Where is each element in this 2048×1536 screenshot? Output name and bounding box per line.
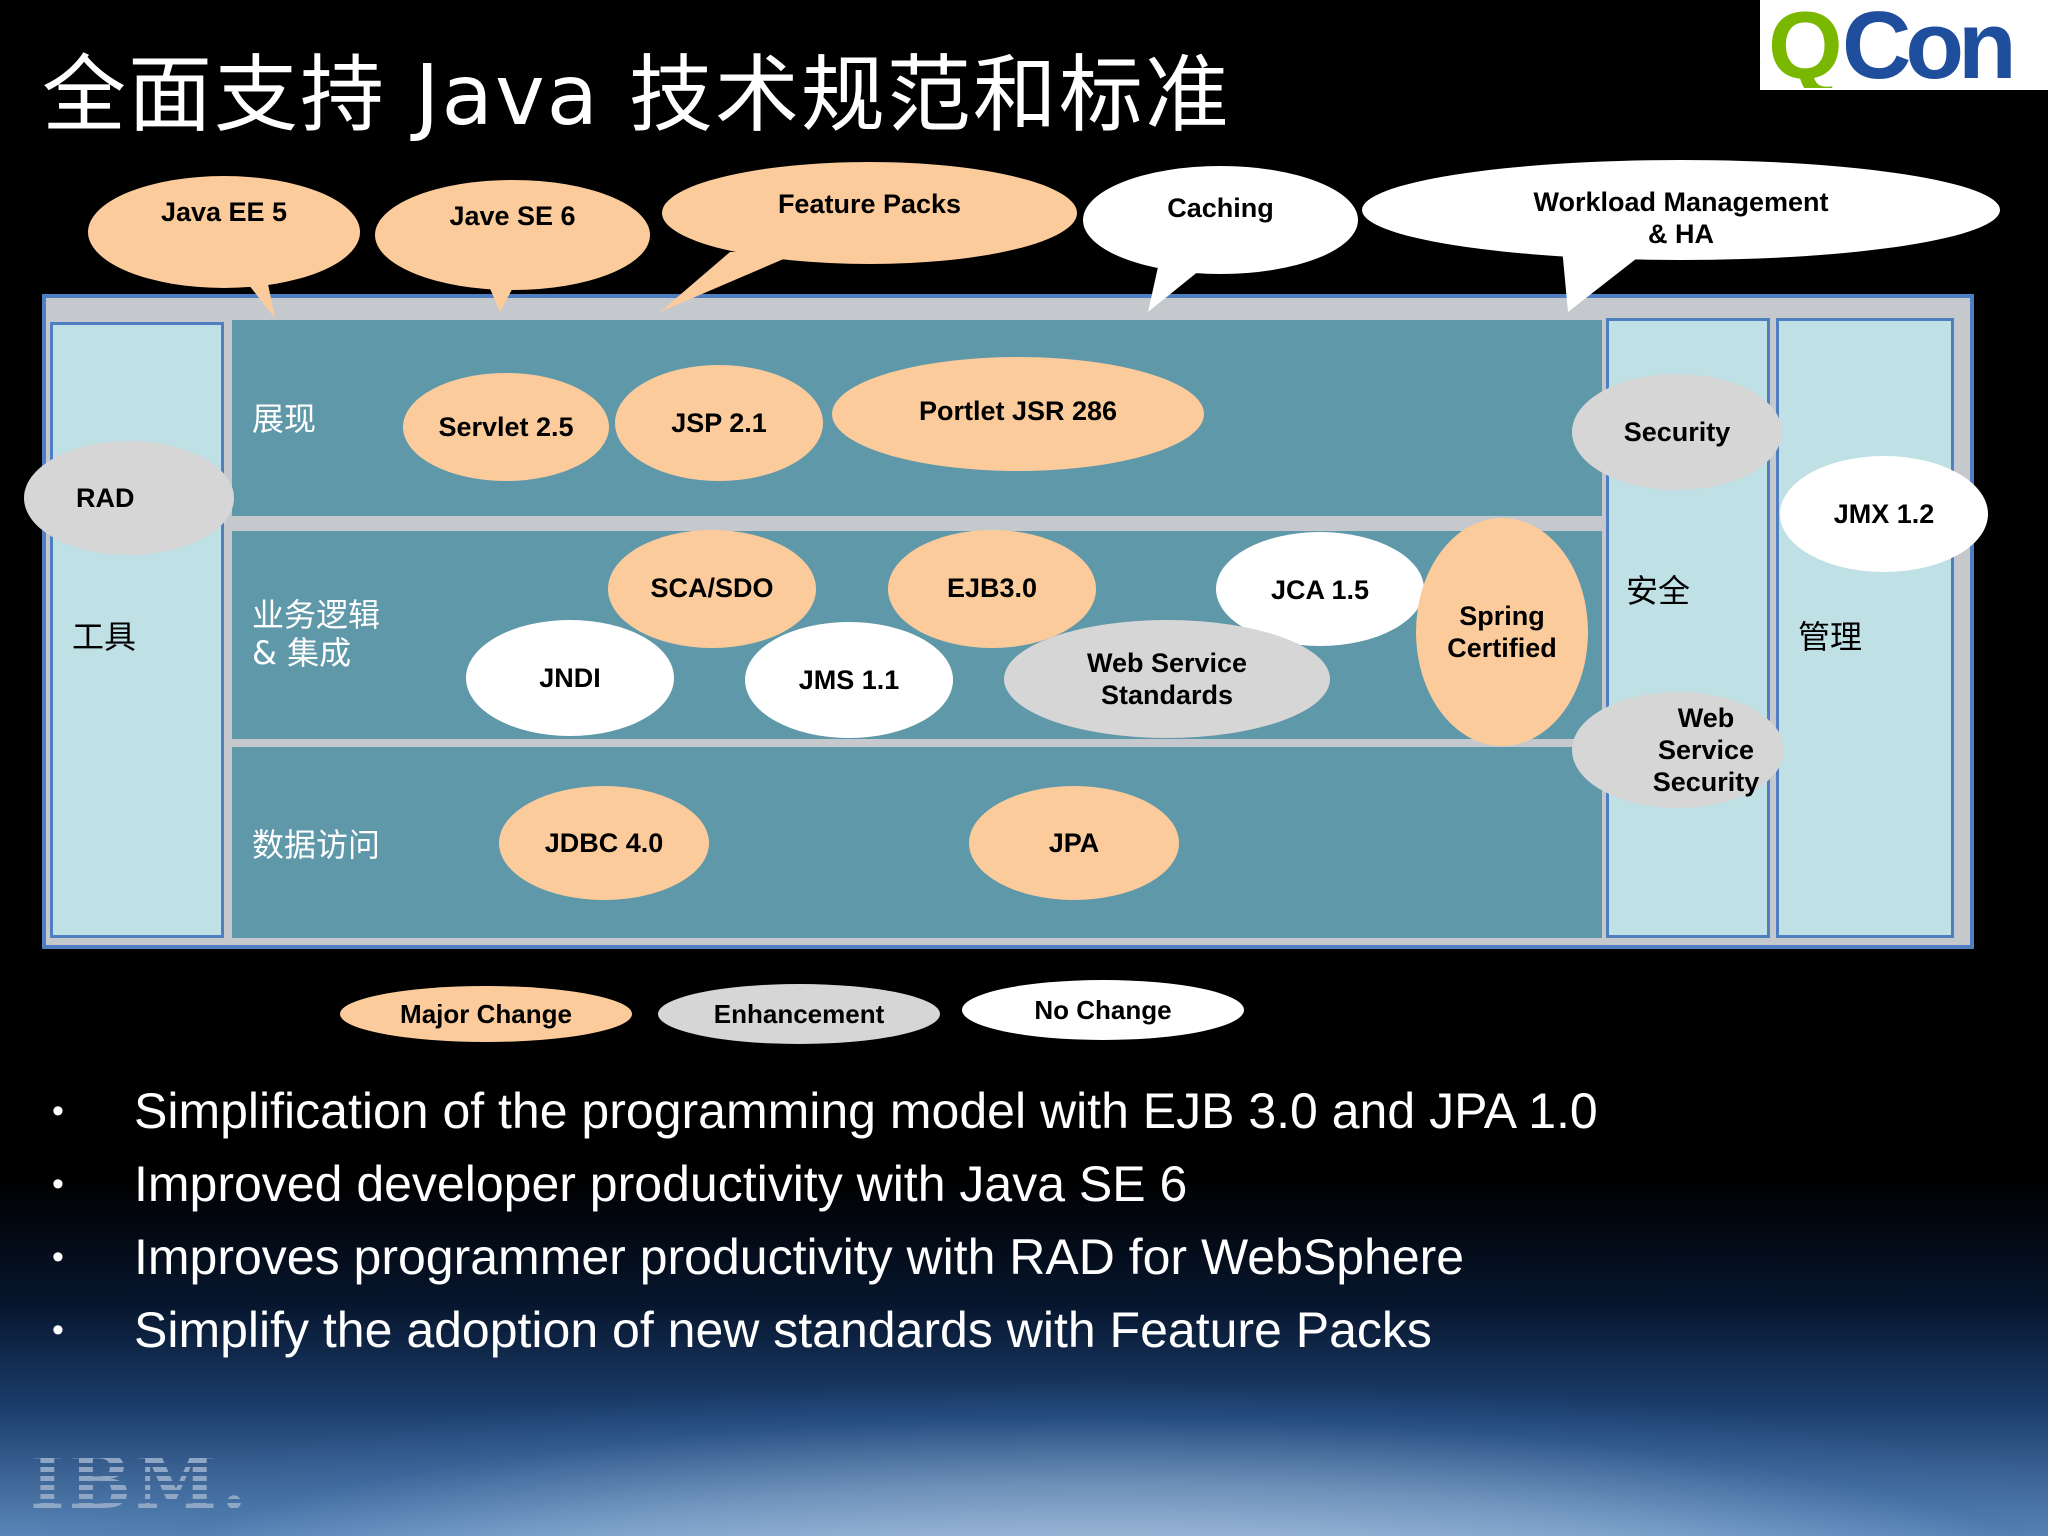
feature-packs-callout-tail [660, 252, 800, 312]
legend-no-change: No Change [962, 980, 1244, 1040]
ejb-item: EJB3.0 [888, 530, 1096, 648]
qcon-logo: Q Con [1760, 0, 2048, 90]
bullet-item: • Simplify the adoption of new standards … [52, 1294, 1598, 1367]
caching-callout: Caching [1083, 166, 1358, 274]
feature-packs-callout: Feature Packs [662, 162, 1077, 264]
rad-item: RAD [24, 441, 234, 555]
servlet-item: Servlet 2.5 [403, 373, 609, 481]
bullet-text: Simplify the adoption of new standards w… [134, 1302, 1432, 1358]
management-panel [1776, 318, 1954, 938]
bullet-item: • Improves programmer productivity with R… [52, 1221, 1598, 1294]
data-row [232, 747, 1602, 938]
slide-title: 全面支持 Java 技术规范和标准 [42, 46, 1231, 144]
java-se-callout: Jave SE 6 [375, 180, 650, 290]
bullet-list: • Simplification of the programming model… [52, 1075, 1598, 1367]
bullet-dot: • [52, 1311, 64, 1349]
management-label: 管理 [1798, 618, 1863, 656]
jsp-item: JSP 2.1 [615, 365, 823, 481]
legend-major-change: Major Change [340, 986, 632, 1042]
jpa-item: JPA [969, 786, 1179, 900]
workload-callout-tail [1562, 248, 1650, 312]
bullet-dot: • [52, 1092, 64, 1130]
sca-sdo-item: SCA/SDO [608, 530, 816, 648]
web-service-security-item: Web Service Security [1572, 692, 1784, 808]
qcon-logo-con: Con [1842, 2, 2011, 88]
jndi-item: JNDI [466, 620, 674, 736]
jdbc-item: JDBC 4.0 [499, 786, 709, 900]
ibm-logo: IBM. [30, 1440, 251, 1526]
bullet-text: Improves programmer productivity with RA… [134, 1229, 1465, 1285]
bullet-text: Improved developer productivity with Jav… [134, 1156, 1188, 1212]
security-label: 安全 [1626, 572, 1691, 610]
security-item: Security [1572, 374, 1782, 490]
bullet-item: • Simplification of the programming model… [52, 1075, 1598, 1148]
earth-background [0, 1180, 2048, 1536]
web-service-standards-item: Web Service Standards [1004, 620, 1330, 738]
bullet-dot: • [52, 1165, 64, 1203]
business-row-label: 业务逻辑 & 集成 [252, 596, 381, 672]
spring-item: Spring Certified [1416, 518, 1588, 746]
bullet-item: • Improved developer productivity with Ja… [52, 1148, 1598, 1221]
bullet-text: Simplification of the programming model … [134, 1083, 1598, 1139]
bullet-dot: • [52, 1238, 64, 1276]
jms-item: JMS 1.1 [745, 622, 953, 738]
workload-callout: Workload Management & HA [1362, 160, 2000, 260]
qcon-logo-q: Q [1768, 2, 1839, 88]
tools-label: 工具 [72, 618, 137, 656]
data-row-label: 数据访问 [252, 826, 381, 864]
java-ee-callout: Java EE 5 [88, 176, 360, 288]
presentation-row-label: 展现 [252, 400, 317, 438]
tools-panel [50, 322, 224, 938]
jmx-item: JMX 1.2 [1780, 456, 1988, 572]
legend-enhancement: Enhancement [658, 984, 940, 1044]
jca-item: JCA 1.5 [1216, 532, 1424, 646]
portlet-item: Portlet JSR 286 [832, 357, 1204, 471]
